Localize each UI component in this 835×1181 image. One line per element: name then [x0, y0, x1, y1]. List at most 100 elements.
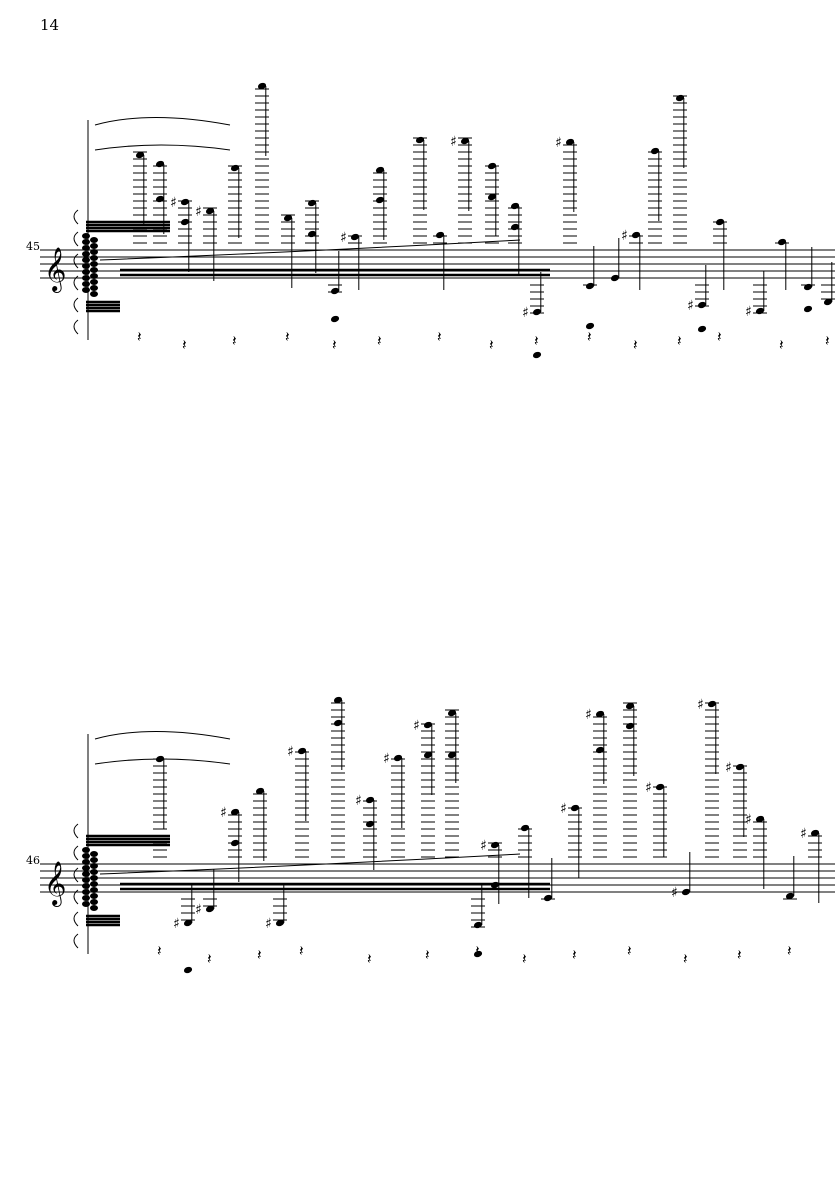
sharp-icon: ♯: [195, 902, 202, 918]
quarter-rest-icon: 𝄽: [425, 946, 430, 964]
sharp-icon: ♯: [355, 793, 362, 809]
notehead: [655, 783, 665, 791]
notehead: [585, 322, 595, 330]
quarter-rest-icon: 𝄽: [377, 332, 382, 350]
notehead: [90, 237, 98, 243]
notehead: [82, 895, 90, 901]
quarter-rest-icon: 𝄽: [489, 336, 494, 354]
notehead: [393, 754, 403, 762]
notehead: [330, 315, 340, 323]
tie: [94, 731, 231, 740]
slur: [99, 239, 521, 261]
sharp-icon: ♯: [195, 204, 202, 220]
system-2: 𝄞𝄽♯♯𝄽♯𝄽♯♯𝄽♯𝄽♯♯𝄽𝄽♯𝄽♯𝄽♯𝄽♯♯𝄽♯♯𝄽♯𝄽♯: [40, 696, 835, 974]
notehead: [735, 763, 745, 771]
notehead: [365, 796, 375, 804]
slur: [99, 853, 521, 875]
notehead: [333, 719, 343, 727]
sharp-icon: ♯: [645, 780, 652, 796]
notehead: [777, 238, 787, 246]
notehead: [82, 263, 90, 269]
notehead: [90, 881, 98, 887]
notehead: [82, 239, 90, 245]
quarter-rest-icon: 𝄽: [572, 946, 577, 964]
sharp-icon: ♯: [173, 916, 180, 932]
notehead: [90, 267, 98, 273]
notehead: [90, 851, 98, 857]
notehead: [82, 859, 90, 865]
quarter-rest-icon: 𝄽: [367, 950, 372, 968]
notehead: [625, 722, 635, 730]
notehead: [82, 847, 90, 853]
notehead: [435, 231, 445, 239]
notehead: [585, 282, 595, 290]
quarter-rest-icon: 𝄽: [677, 332, 682, 350]
notehead: [82, 251, 90, 257]
notehead: [487, 193, 497, 201]
notehead: [520, 824, 530, 832]
notehead: [180, 218, 190, 226]
notehead: [447, 751, 457, 759]
notehead: [255, 787, 265, 795]
quarter-rest-icon: 𝄽: [627, 942, 632, 960]
notehead: [715, 218, 725, 226]
notehead: [90, 273, 98, 279]
slur: [73, 297, 79, 313]
notehead: [257, 82, 267, 90]
notehead: [230, 839, 240, 847]
notehead: [82, 269, 90, 275]
notehead: [755, 815, 765, 823]
sharp-icon: ♯: [287, 744, 294, 760]
notehead: [90, 249, 98, 255]
notehead: [205, 207, 215, 215]
notehead: [90, 905, 98, 911]
sharp-icon: ♯: [585, 707, 592, 723]
notehead: [631, 231, 641, 239]
notehead: [90, 291, 98, 297]
measure-number-46: 46: [26, 854, 40, 867]
quarter-rest-icon: 𝄽: [825, 332, 830, 350]
notehead: [82, 889, 90, 895]
notehead: [510, 202, 520, 210]
notehead: [350, 233, 360, 241]
slur: [73, 889, 79, 905]
notehead: [275, 919, 285, 927]
notehead: [415, 136, 425, 144]
quarter-rest-icon: 𝄽: [332, 336, 337, 354]
sharp-icon: ♯: [800, 826, 807, 842]
notehead: [135, 151, 145, 159]
notehead: [82, 865, 90, 871]
notehead: [823, 298, 833, 306]
notehead: [595, 746, 605, 754]
notehead: [90, 863, 98, 869]
notehead: [82, 853, 90, 859]
notehead: [183, 966, 193, 974]
notehead: [230, 164, 240, 172]
treble-clef-icon: 𝄞: [44, 861, 66, 907]
sharp-icon: ♯: [621, 228, 628, 244]
quarter-rest-icon: 𝄽: [683, 950, 688, 968]
system-1: 𝄞𝄽♯𝄽♯𝄽𝄽𝄽♯𝄽𝄽♯𝄽♯𝄽♯𝄽♯𝄽𝄽♯𝄽♯𝄽𝄽: [40, 82, 835, 359]
notehead: [565, 138, 575, 146]
slur: [73, 845, 79, 861]
notehead: [82, 233, 90, 239]
measure-number-45: 45: [26, 240, 40, 253]
notehead: [595, 710, 605, 718]
sharp-icon: ♯: [697, 697, 704, 713]
slur: [73, 823, 79, 839]
sharp-icon: ♯: [265, 916, 272, 932]
notehead: [90, 899, 98, 905]
sharp-icon: ♯: [671, 885, 678, 901]
sharp-icon: ♯: [170, 195, 177, 211]
notehead: [423, 751, 433, 759]
quarter-rest-icon: 𝄽: [534, 332, 539, 350]
notehead: [810, 829, 820, 837]
notehead: [365, 820, 375, 828]
notehead: [803, 305, 813, 313]
notehead: [90, 261, 98, 267]
notehead: [697, 325, 707, 333]
tie: [94, 144, 231, 151]
notehead: [297, 747, 307, 755]
sharp-icon: ♯: [555, 135, 562, 151]
notehead: [307, 199, 317, 207]
